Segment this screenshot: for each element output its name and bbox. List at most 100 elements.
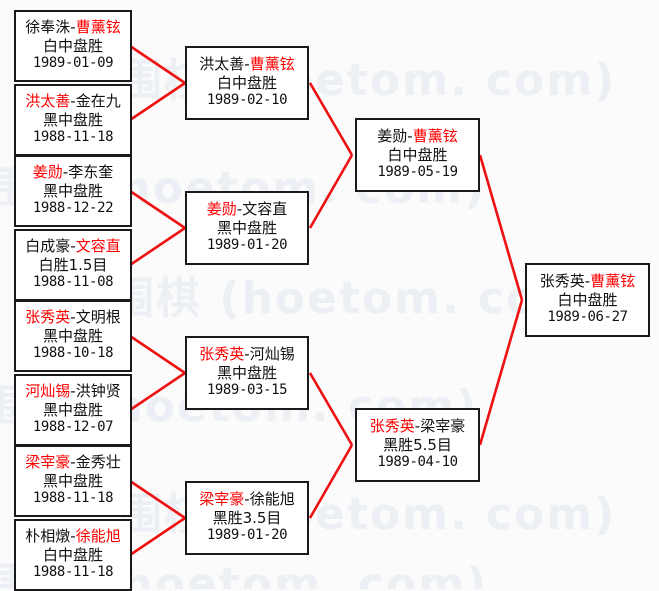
match-box-r3-2[interactable]: 张秀英-梁宰豪 黑胜5.5目 1989-04-10 <box>355 408 480 482</box>
match-box-r1-8[interactable]: 朴相燉-徐能旭 白中盘胜 1988-11-18 <box>14 519 132 591</box>
match-box-r3-1[interactable]: 姜勋-曹薰铉 白中盘胜 1989-05-19 <box>355 118 480 192</box>
match-players: 徐奉洙-曹薰铉 <box>25 18 120 37</box>
match-date: 1989-04-10 <box>377 454 458 471</box>
separator: - <box>236 200 243 219</box>
player-left: 朴相燉 <box>25 527 71 546</box>
separator: - <box>70 308 76 327</box>
player-right: 徐能旭 <box>249 490 295 509</box>
separator: - <box>244 345 250 364</box>
match-date: 1989-06-27 <box>547 309 628 326</box>
match-players: 梁宰豪-金秀壮 <box>25 453 120 472</box>
player-right: 梁宰豪 <box>420 417 466 436</box>
player-left: 姜勋 <box>377 127 408 146</box>
match-players: 张秀英-曹薰铉 <box>540 272 635 291</box>
player-right: 文容直 <box>75 237 121 256</box>
match-box-r2-3[interactable]: 张秀英-河灿锡 黑中盘胜 1989-03-15 <box>185 336 309 410</box>
match-date: 1989-03-15 <box>206 382 288 399</box>
separator: - <box>70 527 76 546</box>
match-result: 黑中盘胜 <box>42 471 103 490</box>
player-right: 金秀壮 <box>75 453 121 472</box>
match-result: 黑中盘胜 <box>216 363 277 382</box>
player-left: 张秀英 <box>539 272 585 291</box>
match-result: 白中盘胜 <box>557 290 618 309</box>
separator: - <box>70 18 76 37</box>
match-box-r1-3[interactable]: 姜勋-李东奎 黑中盘胜 1988-12-22 <box>14 155 132 227</box>
separator: - <box>244 55 250 74</box>
match-result: 白胜1.5目 <box>38 255 108 274</box>
match-date: 1988-11-18 <box>32 129 114 146</box>
match-players: 洪太善-曹薰铉 <box>199 55 294 74</box>
separator: - <box>244 490 250 509</box>
player-left: 河灿锡 <box>25 382 71 401</box>
player-left: 张秀英 <box>25 308 71 327</box>
match-result: 白中盘胜 <box>42 36 103 55</box>
player-left: 梁宰豪 <box>25 453 71 472</box>
match-date: 1988-12-22 <box>32 200 114 217</box>
separator: - <box>62 163 69 182</box>
separator: - <box>407 127 413 146</box>
player-left: 姜勋 <box>206 200 237 219</box>
match-date: 1988-11-08 <box>32 274 114 291</box>
player-right: 李东奎 <box>68 163 114 182</box>
match-box-r1-2[interactable]: 洪太善-金在九 黑中盘胜 1988-11-18 <box>14 84 132 156</box>
match-box-r2-2[interactable]: 姜勋-文容直 黑中盘胜 1989-01-20 <box>185 191 309 265</box>
player-right: 曹薰铉 <box>249 55 295 74</box>
match-players: 朴相燉-徐能旭 <box>25 527 120 546</box>
match-date: 1988-12-07 <box>32 419 114 436</box>
player-right: 洪钟贤 <box>75 382 121 401</box>
match-players: 姜勋-李东奎 <box>33 163 113 182</box>
match-box-r1-5[interactable]: 张秀英-文明根 黑中盘胜 1988-10-18 <box>14 300 132 372</box>
player-right: 文明根 <box>75 308 121 327</box>
match-date: 1989-05-19 <box>377 164 458 181</box>
match-date: 1988-11-18 <box>32 564 114 581</box>
player-left: 洪太善 <box>199 55 245 74</box>
match-date: 1988-11-18 <box>32 490 114 507</box>
match-result: 白中盘胜 <box>216 73 277 92</box>
player-left: 白成豪 <box>25 237 71 256</box>
separator: - <box>70 237 76 256</box>
player-left: 梁宰豪 <box>199 490 245 509</box>
match-players: 张秀英-文明根 <box>25 308 120 327</box>
match-result: 黑中盘胜 <box>42 326 103 345</box>
match-result: 黑胜5.5目 <box>383 435 452 454</box>
match-players: 白成豪-文容直 <box>25 237 120 256</box>
match-date: 1988-10-18 <box>32 345 114 362</box>
match-box-r1-6[interactable]: 河灿锡-洪钟贤 黑中盘胜 1988-12-07 <box>14 374 132 446</box>
player-right: 金在九 <box>75 92 121 111</box>
match-box-r2-1[interactable]: 洪太善-曹薰铉 白中盘胜 1989-02-10 <box>185 46 309 120</box>
match-box-r2-4[interactable]: 梁宰豪-徐能旭 黑胜3.5目 1989-01-20 <box>185 481 309 555</box>
match-box-r1-4[interactable]: 白成豪-文容直 白胜1.5目 1988-11-08 <box>14 229 132 301</box>
match-result: 黑中盘胜 <box>42 400 103 419</box>
separator: - <box>70 92 76 111</box>
player-right: 曹薰铉 <box>75 18 121 37</box>
match-players: 张秀英-河灿锡 <box>199 345 294 364</box>
match-box-r1-7[interactable]: 梁宰豪-金秀壮 黑中盘胜 1988-11-18 <box>14 445 132 517</box>
match-box-r1-1[interactable]: 徐奉洙-曹薰铉 白中盘胜 1989-01-09 <box>14 10 132 82</box>
player-left: 张秀英 <box>199 345 245 364</box>
player-left: 姜勋 <box>32 163 63 182</box>
match-date: 1989-01-09 <box>32 55 114 72</box>
player-left: 张秀英 <box>369 417 415 436</box>
player-right: 徐能旭 <box>75 527 121 546</box>
match-box-final[interactable]: 张秀英-曹薰铉 白中盘胜 1989-06-27 <box>525 263 650 337</box>
match-players: 梁宰豪-徐能旭 <box>199 490 294 509</box>
match-players: 张秀英-梁宰豪 <box>370 417 465 436</box>
player-right: 曹薰铉 <box>412 127 458 146</box>
match-players: 河灿锡-洪钟贤 <box>25 382 120 401</box>
player-right: 文容直 <box>242 200 288 219</box>
match-players: 姜勋-文容直 <box>207 200 287 219</box>
match-date: 1989-01-20 <box>206 237 288 254</box>
match-result: 黑中盘胜 <box>216 218 277 237</box>
player-right: 曹薰铉 <box>590 272 636 291</box>
player-left: 徐奉洙 <box>25 18 71 37</box>
match-result: 白中盘胜 <box>387 145 448 164</box>
match-result: 黑胜3.5目 <box>212 508 282 527</box>
separator: - <box>70 382 76 401</box>
match-result: 白中盘胜 <box>42 545 103 564</box>
separator: - <box>414 417 421 436</box>
match-players: 姜勋-曹薰铉 <box>377 127 457 146</box>
match-date: 1989-01-20 <box>206 527 288 544</box>
separator: - <box>70 453 76 472</box>
